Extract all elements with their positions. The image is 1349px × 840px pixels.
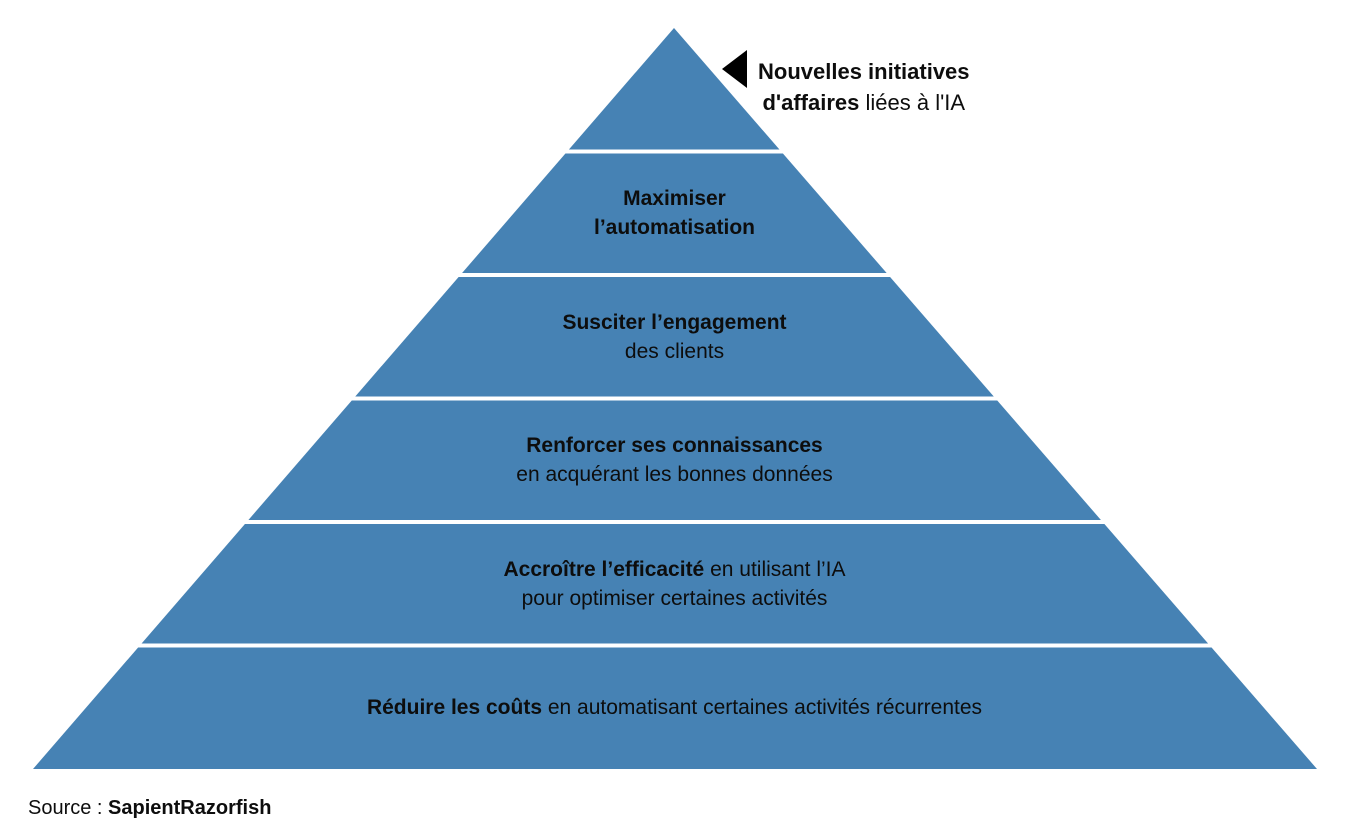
left-arrow-icon xyxy=(722,50,747,88)
pyramid-divider xyxy=(0,149,1349,154)
apex-label-line1: Nouvelles initiatives xyxy=(758,59,970,84)
source-label: Source : xyxy=(28,797,109,819)
source-name: SapientRazorfish xyxy=(108,797,272,819)
apex-label-line2: d'affaires liées à l'IA xyxy=(762,90,966,115)
pyramid-apex-label: Nouvelles initiatives d'affaires liées à… xyxy=(758,56,970,118)
pyramid-divider xyxy=(0,273,1349,277)
pyramid-divider xyxy=(0,643,1349,648)
pyramid-divider xyxy=(0,520,1349,524)
pyramid-divider xyxy=(0,396,1349,401)
source-attribution: Source : SapientRazorfish xyxy=(28,795,271,821)
